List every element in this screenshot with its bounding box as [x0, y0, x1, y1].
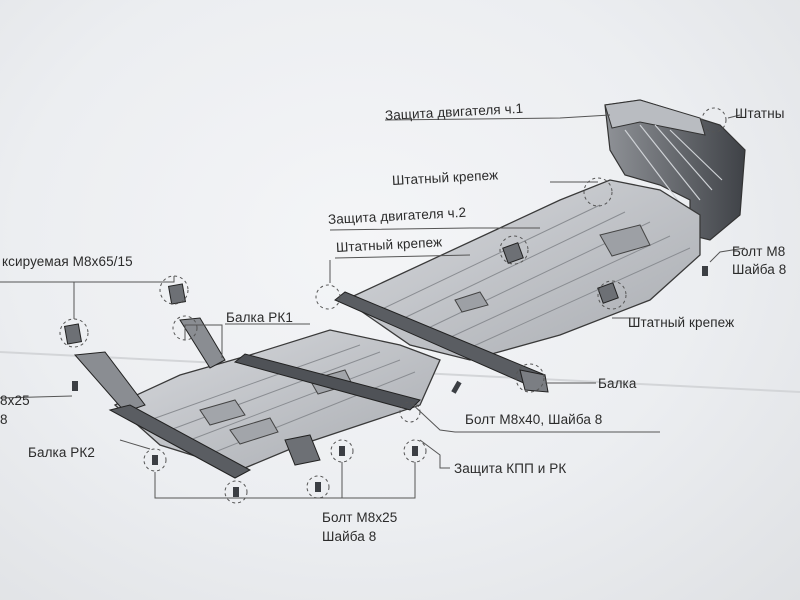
engine-guard-part-2 [343, 179, 701, 361]
label-beam-rk2: Балка РК2 [28, 445, 95, 460]
label-stock-fastener-3: Штатный крепеж [628, 315, 735, 330]
label-bolt-left-1: 8х25 [0, 393, 30, 408]
label-washer-left-1: 8 [0, 412, 8, 427]
bolts [72, 266, 708, 497]
leader-lines [0, 114, 746, 499]
label-gearbox-guard: Защита КПП и РК [454, 461, 567, 476]
beam [334, 291, 549, 393]
label-fixed-bolt: ксируемая М8х65/15 [2, 254, 133, 269]
brackets [63, 242, 619, 345]
label-bolt-m8x25: Болт М8х25 [322, 510, 398, 525]
label-bolt-right-1: Болт М8 [732, 244, 786, 259]
engine-guard-part-1 [604, 99, 746, 241]
label-beam-rk1: Балка РК1 [226, 310, 293, 325]
label-stock-top-right: Штатны [735, 106, 785, 121]
label-beam: Балка [598, 376, 637, 391]
label-washer-8: Шайба 8 [322, 529, 377, 544]
label-bolt-m8x40: Болт М8х40, Шайба 8 [465, 412, 603, 427]
beam-rk2 [73, 351, 321, 479]
label-washer-right-1: Шайба 8 [732, 262, 787, 277]
beam-rk1 [179, 317, 421, 411]
callout-circles [59, 107, 727, 504]
